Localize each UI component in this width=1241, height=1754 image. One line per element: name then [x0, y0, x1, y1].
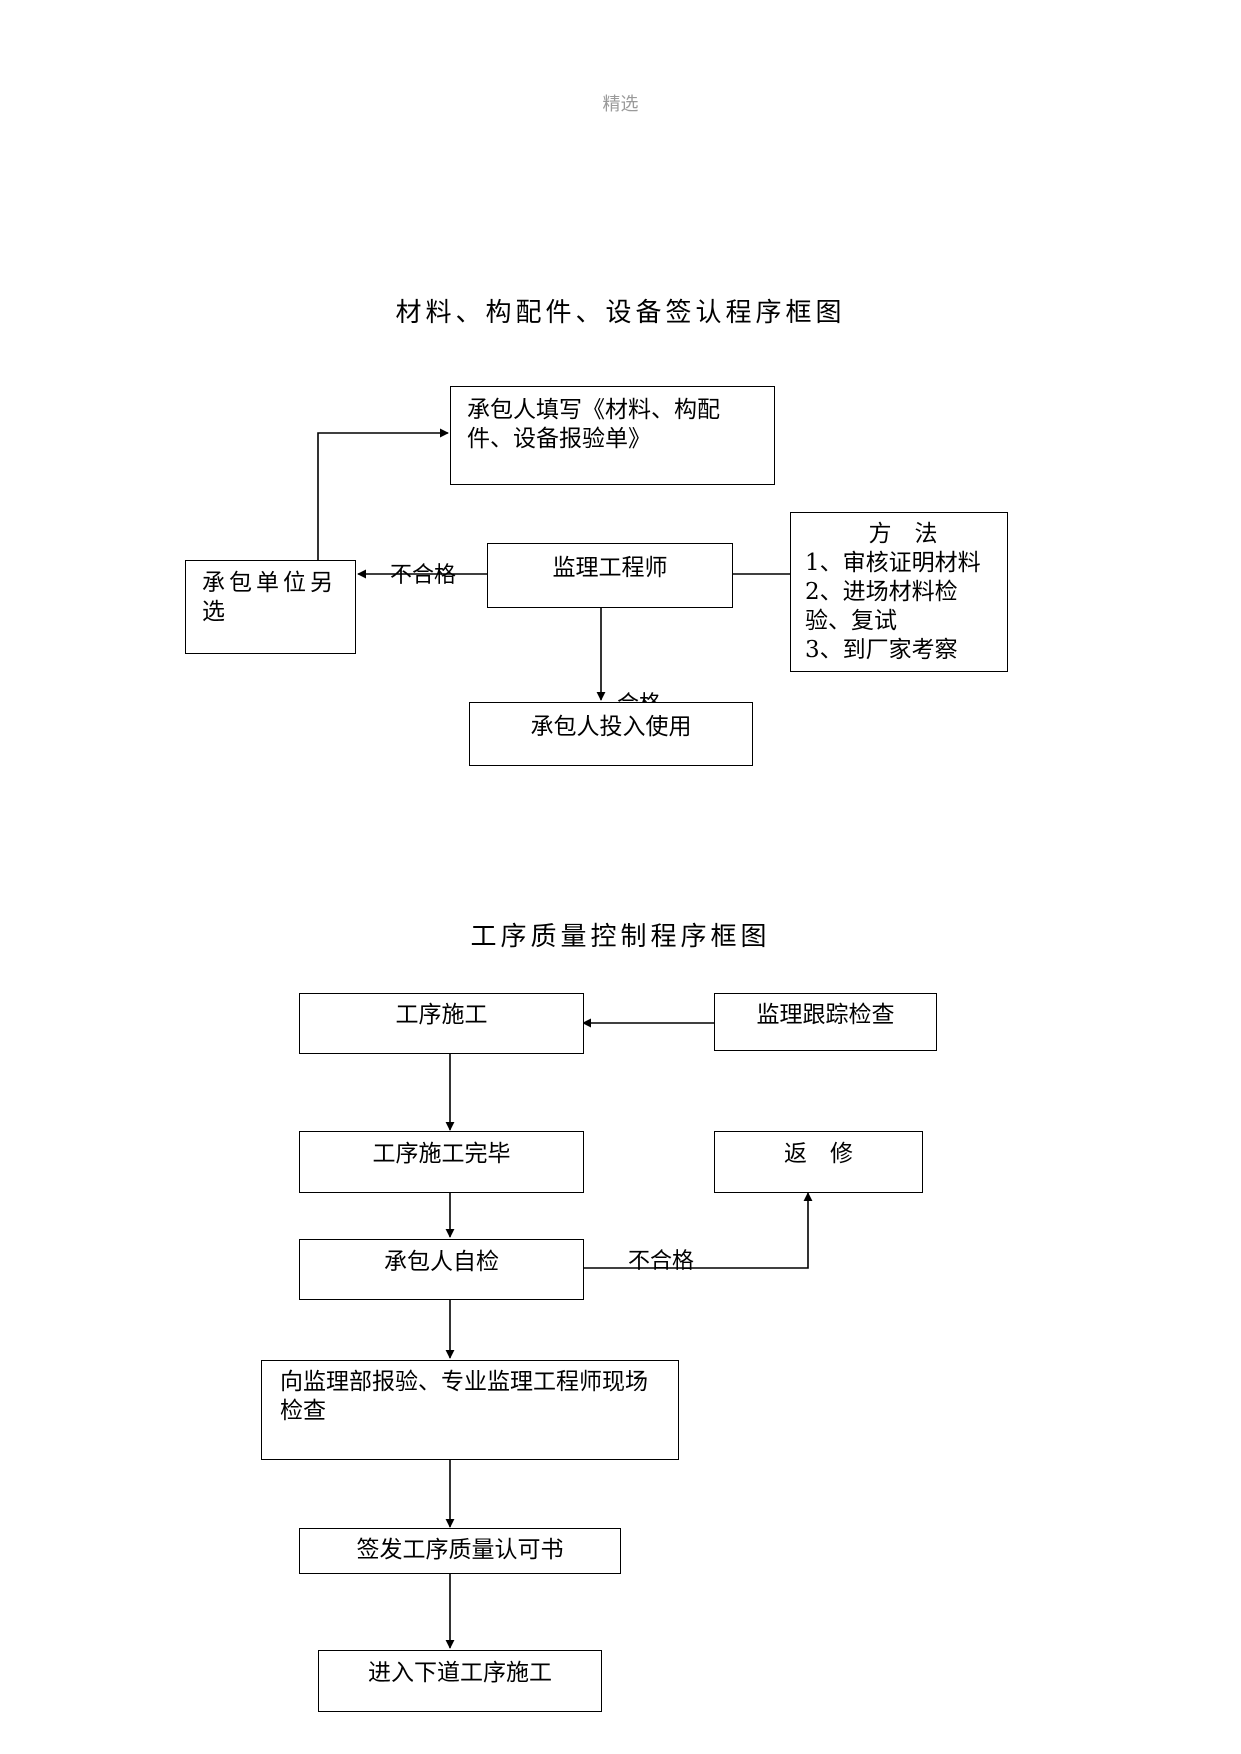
box-select-other: 承包单位另选 — [185, 560, 356, 654]
box-report-text: 向监理部报验、专业监理工程师现场检查 — [280, 1369, 648, 1424]
box-construction-done-text: 工序施工完毕 — [372, 1141, 511, 1167]
diagram1-title: 材料、构配件、设备签认程序框图 — [395, 298, 846, 328]
box-method-item-2: 2、进场材料检验、复试 — [805, 579, 958, 634]
box-select-other-text: 承包单位另选 — [202, 570, 337, 625]
box-certificate-text: 签发工序质量认可书 — [356, 1537, 564, 1563]
box-fill-form-text: 承包人填写《材料、构配件、设备报验单》 — [467, 397, 720, 452]
box-report: 向监理部报验、专业监理工程师现场检查 — [261, 1360, 679, 1460]
diagram2-label-fail: 不合格 — [628, 1249, 695, 1274]
box-supervision-track-text: 监理跟踪检查 — [756, 1002, 895, 1028]
diagram1-label-fail: 不合格 — [390, 563, 457, 588]
arrow-selfcheck-to-rework — [583, 1192, 813, 1269]
box-method-item-1: 1、审核证明材料 — [805, 550, 981, 576]
box-self-check: 承包人自检 — [299, 1239, 584, 1300]
box-method: 方 法 1、审核证明材料 2、进场材料检验、复试 3、到厂家考察 — [790, 512, 1008, 672]
arrow-select-to-form — [317, 428, 449, 562]
box-supervision-track: 监理跟踪检查 — [714, 993, 937, 1051]
box-engineer: 监理工程师 — [487, 543, 733, 608]
box-use: 承包人投入使用 — [469, 702, 753, 766]
page-header-label: 精选 — [602, 94, 639, 115]
box-method-item-3: 3、到厂家考察 — [805, 637, 958, 663]
box-fill-form: 承包人填写《材料、构配件、设备报验单》 — [450, 386, 775, 485]
diagram2-title: 工序质量控制程序框图 — [470, 922, 771, 952]
box-use-text: 承包人投入使用 — [530, 714, 692, 740]
box-certificate: 签发工序质量认可书 — [299, 1528, 621, 1574]
box-next: 进入下道工序施工 — [318, 1650, 602, 1712]
box-next-text: 进入下道工序施工 — [368, 1660, 552, 1686]
box-rework: 返 修 — [714, 1131, 923, 1193]
box-construction-text: 工序施工 — [395, 1002, 488, 1028]
box-construction-done: 工序施工完毕 — [299, 1131, 584, 1193]
box-self-check-text: 承包人自检 — [384, 1249, 499, 1275]
box-method-title: 方 法 — [868, 521, 938, 547]
box-construction: 工序施工 — [299, 993, 584, 1054]
box-rework-text: 返 修 — [784, 1141, 853, 1167]
box-engineer-text: 监理工程师 — [552, 555, 668, 581]
